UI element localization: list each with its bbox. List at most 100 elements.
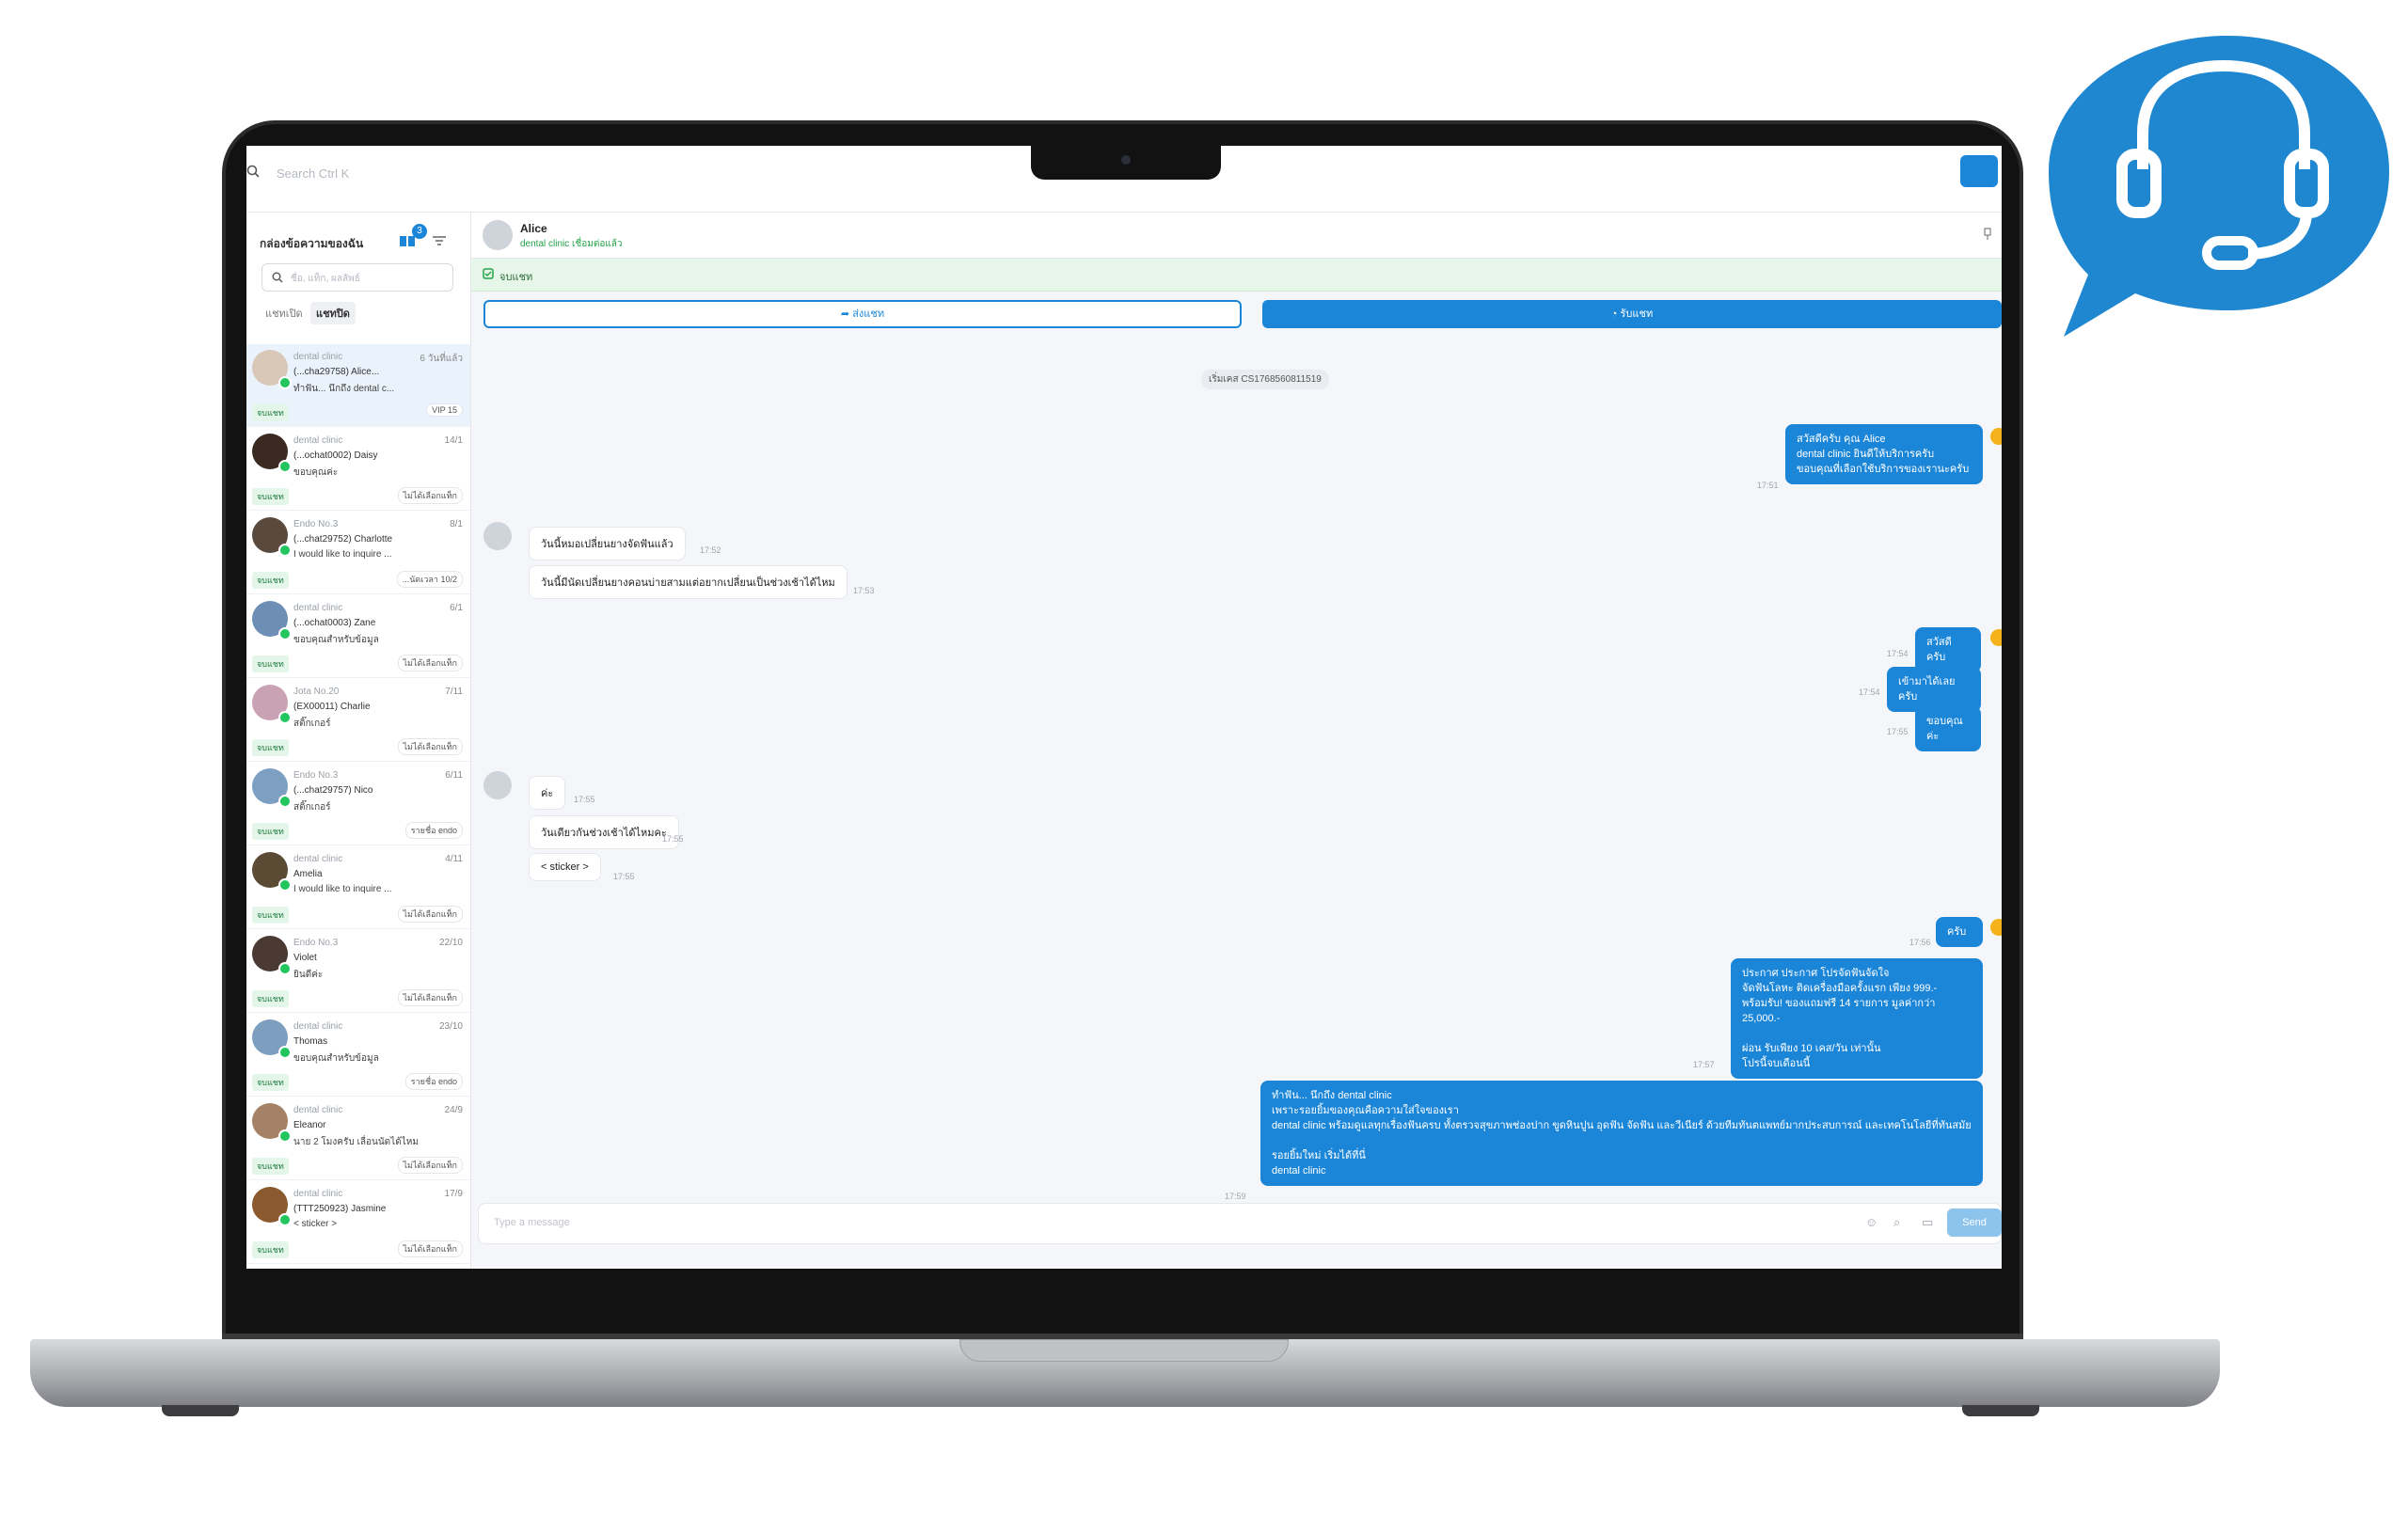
conversation-time: 14/1 (444, 435, 463, 446)
transfer-chat-button[interactable]: ➦ ส่งแชท (483, 300, 1242, 328)
tag-badge[interactable]: ไม่ได้เลือกแท็ก (397, 655, 463, 671)
conversation-source: dental clinic (293, 1189, 343, 1199)
conversation-name: Violet (293, 953, 317, 963)
conversation-preview: I would like to inquire ... (293, 549, 392, 560)
conversation-time: 6/11 (445, 770, 463, 781)
conversation-preview: สติ๊กเกอร์ (293, 802, 331, 813)
conversation-preview: สติ๊กเกอร์ (293, 719, 331, 729)
outgoing-message: สวัสดีครับ คุณ Alice dental clinic ยินดี… (1785, 424, 1983, 484)
filter-icon[interactable] (431, 233, 448, 248)
support-headset-icon (2049, 36, 2389, 337)
tag-badge[interactable]: รายชื่อ endo (404, 822, 463, 839)
message-timestamp: 17:55 (662, 834, 684, 844)
conversation-time: 7/11 (445, 687, 463, 697)
conversation-name: (...ochat0003) Zane (293, 618, 376, 628)
conversation-source: Endo No.3 (293, 519, 339, 529)
conversation-item[interactable]: Endo No.3 6/11 (...chat29757) Nico สติ๊กเกอ… (246, 763, 470, 845)
laptop-foot-right (1962, 1405, 2039, 1416)
status-badge: จบแชท (252, 488, 289, 505)
accept-chat-button[interactable]: ◔ รับแชท (1262, 300, 2002, 328)
conversation-time: 17/9 (444, 1189, 463, 1199)
search-icon (272, 272, 283, 283)
message-timestamp: 17:54 (1887, 649, 1909, 658)
tag-badge[interactable]: ไม่ได้เลือกแท็ก (397, 1240, 463, 1257)
camera-icon (1121, 155, 1131, 165)
tag-badge[interactable]: VIP 15 (426, 403, 463, 417)
conversation-source: Endo No.3 (293, 770, 339, 781)
online-indicator (278, 878, 292, 892)
message-timestamp: 17:55 (574, 795, 595, 804)
app-screen: Search Ctrl K กล่องข้อความของฉัน 3 ชื่อ,… (246, 146, 2002, 1269)
contact-avatar-small (483, 522, 512, 550)
conversation-preview: < sticker > (293, 1219, 338, 1229)
online-indicator (278, 711, 292, 724)
tab-closed-chats[interactable]: แชทปิด (310, 302, 356, 324)
outgoing-message: ประกาศ ประกาศ โปรจัดฟันจัดใจ จัดฟันโลหะ … (1731, 958, 1983, 1079)
sidebar-title: กล่องข้อความของฉัน (260, 237, 364, 250)
contact-avatar-small (483, 771, 512, 799)
emoji-icon[interactable]: ☺ (1865, 1215, 1878, 1229)
tag-badge[interactable]: ไม่ได้เลือกแท็ก (397, 906, 463, 923)
status-badge: จบแชท (252, 739, 289, 756)
contact-channel: dental clinic เชื่อมต่อแล้ว (520, 239, 623, 249)
conversation-name: (EX00011) Charlie (293, 702, 371, 712)
tag-badge[interactable]: ไม่ได้เลือกแท็ก (397, 487, 463, 504)
tag-badge[interactable]: ไม่ได้เลือกแท็ก (397, 1157, 463, 1174)
tag-badge[interactable]: รายชื่อ endo (404, 1073, 463, 1090)
sidebar-search-input[interactable]: ชื่อ, แท็ก, ผลลัพธ์ (261, 263, 453, 292)
message-timestamp: 17:57 (1693, 1060, 1715, 1069)
conversation-source: dental clinic (293, 352, 343, 362)
template-icon[interactable]: ▭ (1922, 1215, 1934, 1229)
conversation-source: dental clinic (293, 603, 343, 613)
conversation-time: 24/9 (444, 1105, 463, 1115)
incoming-message: < sticker > (529, 853, 601, 881)
chat-status-label: จบแชท (499, 272, 533, 283)
contact-avatar (483, 220, 513, 250)
online-indicator (278, 460, 292, 473)
headset-icon: ◔ (1610, 308, 1621, 320)
online-indicator (278, 627, 292, 640)
incoming-message: วันเดียวกันช่วงเช้าได้ไหมคะ (529, 815, 679, 849)
status-badge: จบแชท (252, 572, 289, 589)
online-indicator (278, 1129, 292, 1143)
conversation-time: 8/1 (450, 519, 463, 529)
conversation-source: dental clinic (293, 435, 343, 446)
conversation-sidebar: กล่องข้อความของฉัน 3 ชื่อ, แท็ก, ผลลัพธ์… (246, 213, 471, 1269)
outgoing-message: เข้ามาได้เลยครับ (1887, 667, 1981, 712)
agent-avatar (1990, 629, 2002, 646)
conversation-name: Eleanor (293, 1120, 326, 1130)
tag-badge[interactable]: ไม่ได้เลือกแท็ก (397, 989, 463, 1006)
tag-badge[interactable]: ...นัดเวลา 10/2 (396, 571, 463, 588)
check-square-icon (483, 268, 494, 279)
online-indicator (278, 1213, 292, 1226)
chat-header: Alice dental clinic เชื่อมต่อแล้ว (471, 213, 2002, 259)
inbox-icon[interactable] (399, 233, 416, 248)
online-indicator (278, 376, 292, 389)
laptop-foot-left (162, 1405, 239, 1416)
message-input[interactable]: Type a message ☺ ⌕ ▭ (478, 1203, 2002, 1244)
outgoing-message: ครับ (1936, 917, 1983, 947)
global-search-input[interactable]: Search Ctrl K (277, 166, 350, 181)
conversation-name: Thomas (293, 1036, 328, 1047)
tag-badge[interactable]: ไม่ได้เลือกแท็ก (397, 738, 463, 755)
send-button[interactable]: Send (1947, 1208, 2002, 1237)
conversation-preview: ทำฟัน... นึกถึง dental c... (293, 384, 395, 394)
attach-icon[interactable]: ⌕ (1893, 1215, 1901, 1229)
top-action-button[interactable] (1960, 155, 1998, 187)
message-timestamp: 17:56 (1909, 938, 1931, 947)
tab-open-chats[interactable]: แชทเปิด (265, 308, 303, 320)
pin-icon[interactable] (1982, 228, 1993, 241)
conversation-name: (...chat29757) Nico (293, 785, 373, 796)
message-timestamp: 17:59 (1225, 1192, 1246, 1201)
conversation-preview: ขอบคุณสำหรับข้อมูล (293, 1053, 379, 1064)
